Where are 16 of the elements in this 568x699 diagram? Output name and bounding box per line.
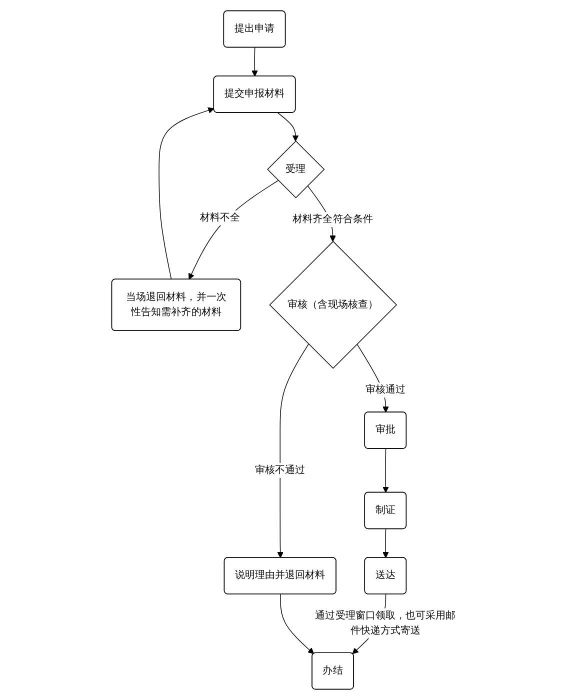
- arrow: [382, 448, 388, 492]
- edge-label: 材料齐全符合条件: [292, 213, 372, 224]
- arrow: [382, 528, 388, 558]
- arrow: [276, 343, 308, 558]
- arrow: [277, 112, 298, 141]
- edge-label: 审核通过: [364, 384, 406, 395]
- arrow: [280, 593, 314, 654]
- edge-label: 通过受理窗口领取，也可采用邮件快递方式寄送: [314, 609, 456, 636]
- arrow: [158, 106, 214, 280]
- node-diamond: [266, 140, 324, 198]
- node-diamond: [268, 240, 397, 368]
- edge-label: 材料不全: [199, 211, 240, 223]
- flowchart: 材料不全 材料齐全符合条件 审核通过 审核不通过 通过受理窗口领取，也可采用邮件快递方式寄送 提出申请 提交申报材料 受理 当场退回材料，并一次性告知需补齐的材料 审核（含现场核查） 审批 制证 说明理由并退回材料 送达 办结: [106, 4, 462, 694]
- arrow: [251, 46, 258, 76]
- edge-label: 审核不通过: [254, 464, 305, 476]
- arrow: [188, 180, 278, 280]
